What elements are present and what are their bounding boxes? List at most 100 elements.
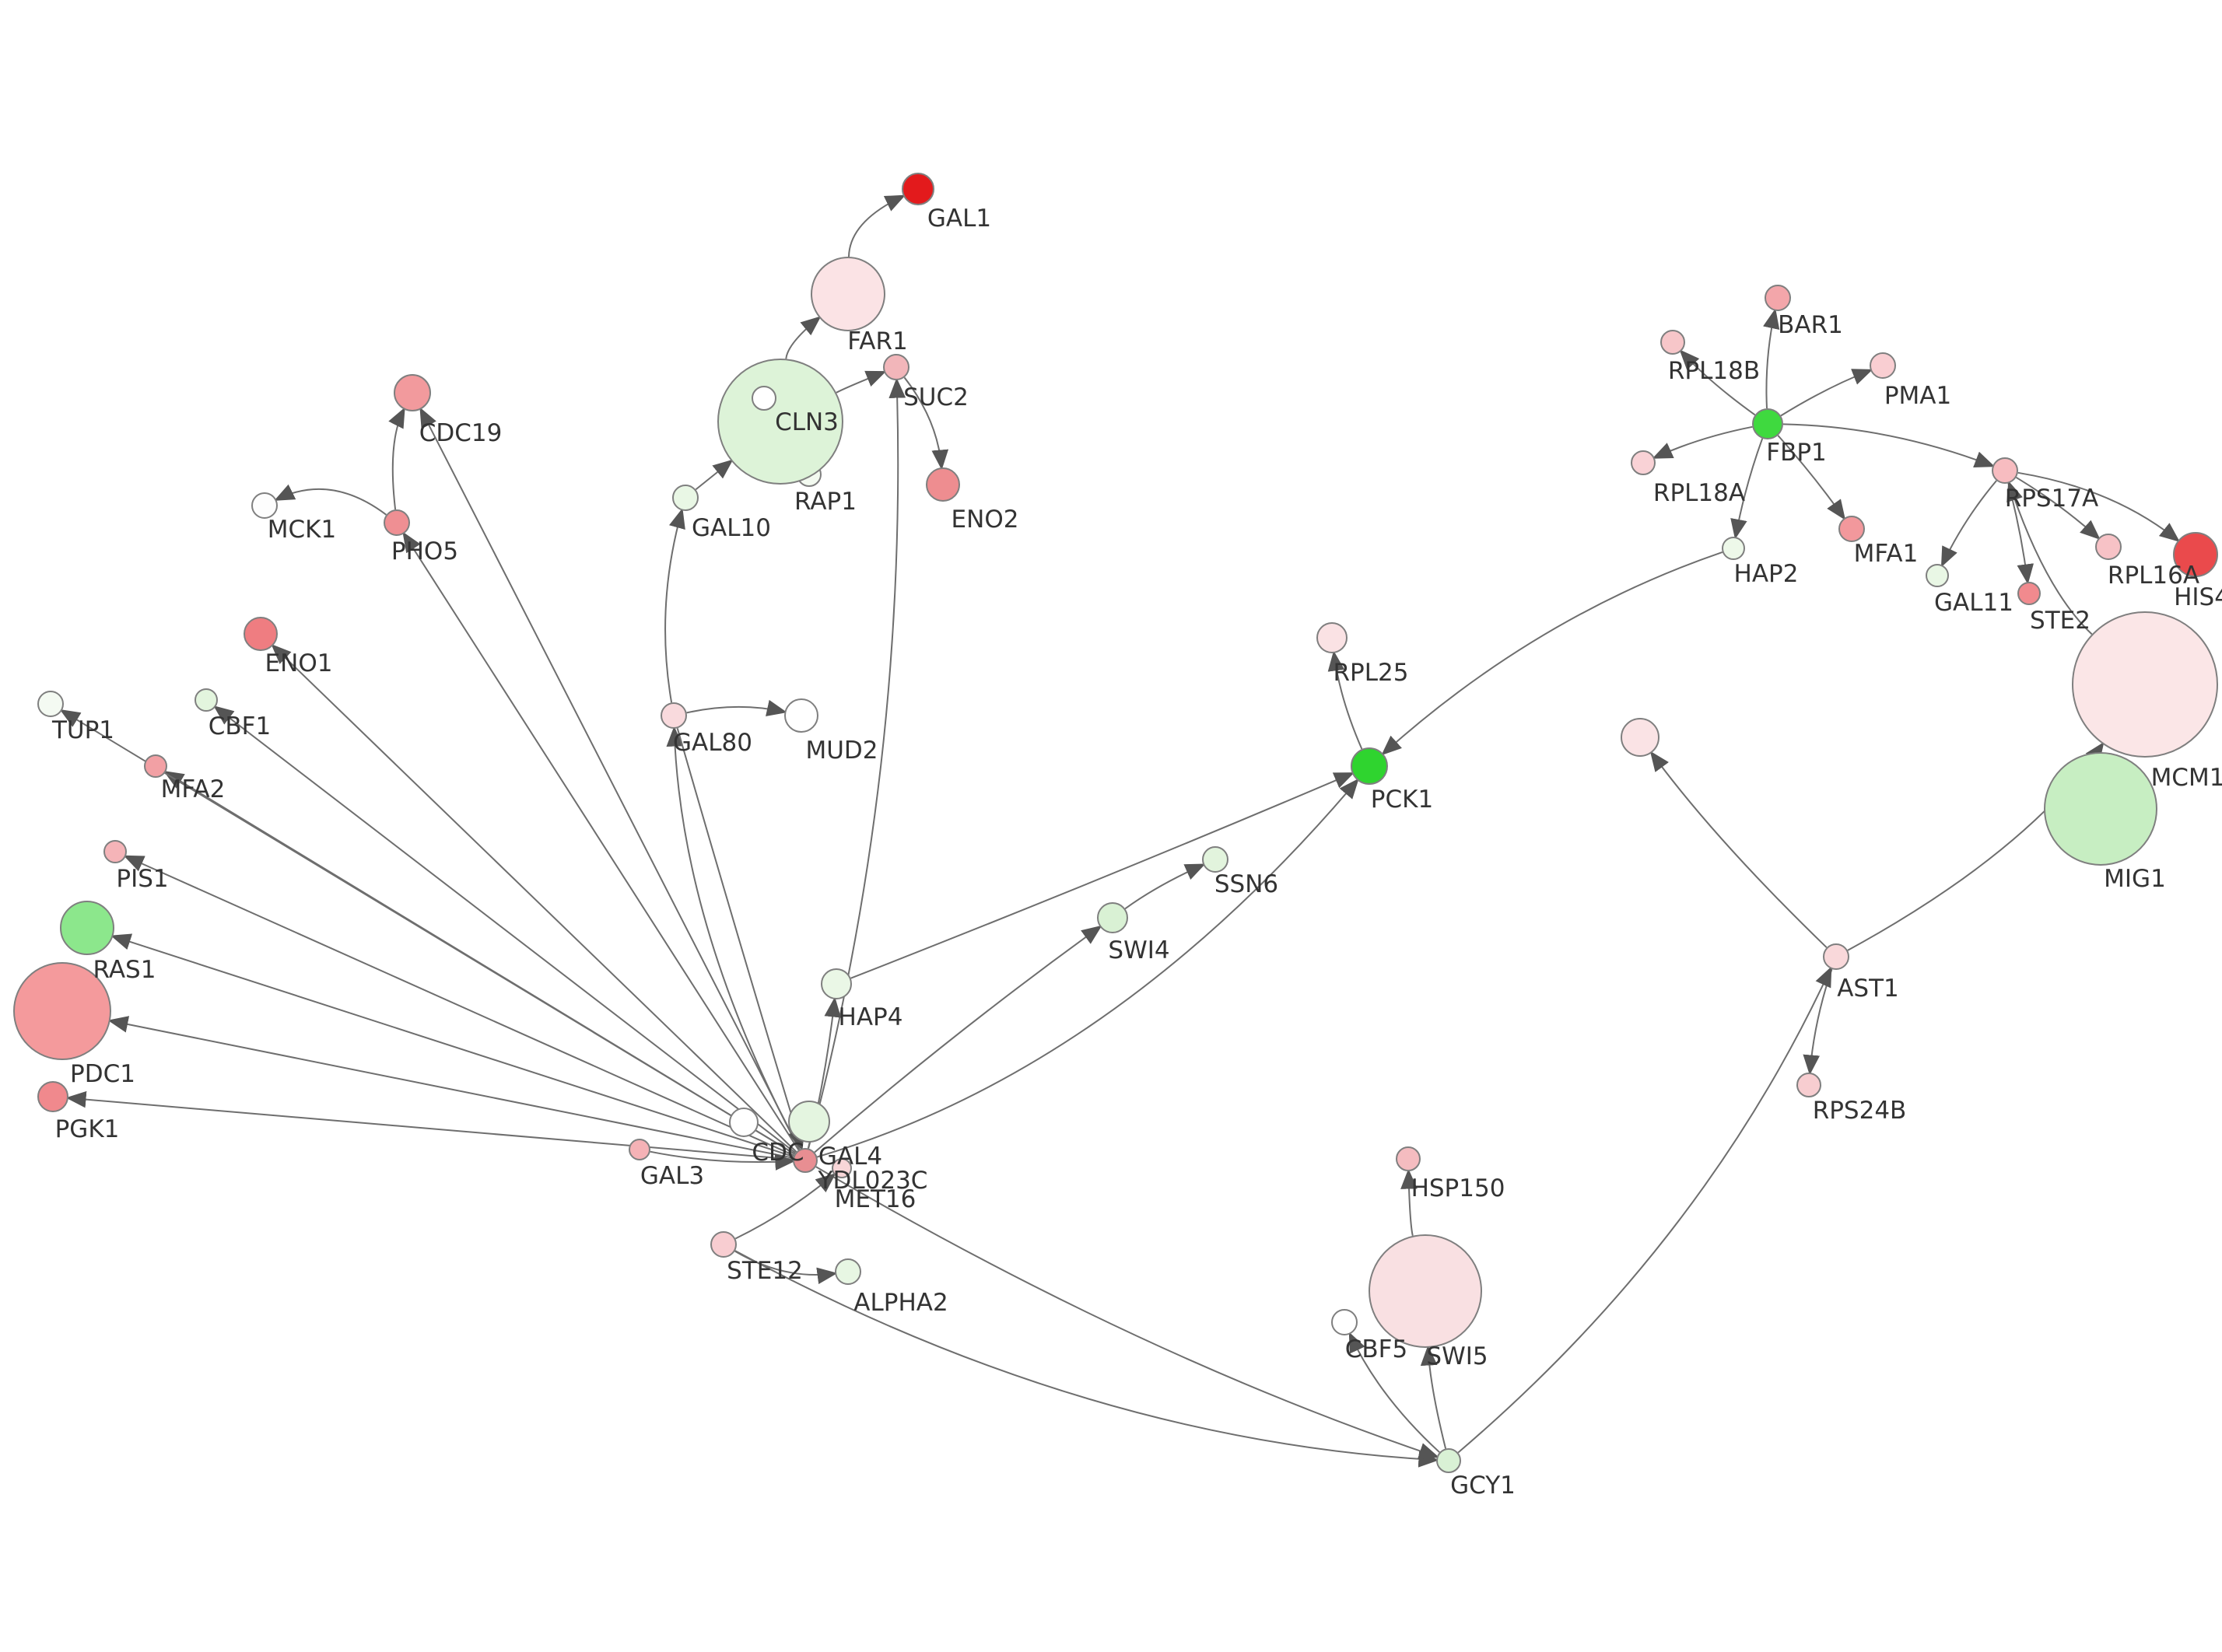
node-RPL25[interactable] bbox=[1316, 622, 1348, 653]
edge-STE12-GCY1[interactable] bbox=[734, 1250, 1439, 1468]
edge-GAL80-MUD2[interactable] bbox=[686, 699, 787, 717]
node-RAS1[interactable] bbox=[60, 901, 114, 955]
node-RPL18A[interactable] bbox=[1631, 450, 1656, 475]
edge-GAL4-PIS1[interactable] bbox=[123, 855, 794, 1157]
node-YDL023C[interactable] bbox=[788, 1101, 830, 1143]
edge-GAL4-TUP1[interactable] bbox=[59, 709, 795, 1155]
node-MCK1[interactable] bbox=[251, 492, 278, 519]
node-MCM1[interactable] bbox=[2072, 611, 2218, 758]
node-MFA1[interactable] bbox=[1838, 516, 1865, 542]
node-PGK1[interactable] bbox=[37, 1081, 68, 1112]
edge-FBP1-RPL18A[interactable] bbox=[1652, 425, 1753, 459]
node-AST1[interactable] bbox=[1823, 943, 1849, 970]
edge-GAL80-GAL4[interactable] bbox=[676, 728, 805, 1151]
edge-CLN3-FAR1[interactable] bbox=[785, 316, 822, 359]
node-MUD2[interactable] bbox=[784, 698, 818, 733]
node-CDC[interactable] bbox=[729, 1108, 759, 1137]
node-HIS4[interactable] bbox=[2173, 532, 2218, 577]
node-TUP1[interactable] bbox=[37, 691, 64, 717]
edge-GAL4-ENO1[interactable] bbox=[271, 643, 797, 1153]
edge-RPS17A-GAL11[interactable] bbox=[1940, 480, 1997, 568]
edge-AST1-node-a[interactable] bbox=[1649, 751, 1828, 948]
edge-RPS17A-RPL16A[interactable] bbox=[2015, 476, 2101, 540]
node-FAR1[interactable] bbox=[811, 257, 885, 331]
edge-GCY1-AST1[interactable] bbox=[1457, 966, 1832, 1454]
edge-GAL4-PGK1[interactable] bbox=[65, 1090, 794, 1160]
edge-AST1-RPS24B[interactable] bbox=[1803, 968, 1833, 1076]
node-GCY1[interactable] bbox=[1436, 1448, 1461, 1473]
node-RPS17A[interactable] bbox=[1992, 457, 2018, 484]
edge-GAL3-GAL4[interactable] bbox=[650, 1150, 796, 1171]
node-PMA1[interactable] bbox=[1870, 352, 1896, 379]
edge-GAL4-GAL80[interactable] bbox=[666, 726, 801, 1150]
node-HAP4[interactable] bbox=[821, 968, 852, 999]
node-MIG1[interactable] bbox=[2044, 752, 2157, 866]
edge-GAL80-GAL10[interactable] bbox=[664, 508, 685, 703]
edge-RPS17A-HIS4[interactable] bbox=[2017, 471, 2180, 542]
node-RPL16A[interactable] bbox=[2095, 534, 2122, 560]
edge-STE12-ALPHA2[interactable] bbox=[734, 1250, 838, 1285]
edge-SWI4-SSN6[interactable] bbox=[1124, 863, 1206, 910]
node-ALPHA2[interactable] bbox=[835, 1258, 861, 1285]
node-MFA2[interactable] bbox=[144, 754, 167, 778]
edge-HAP4-PCK1[interactable] bbox=[850, 772, 1355, 979]
node-HSP150[interactable] bbox=[1396, 1146, 1421, 1171]
edge-FBP1-MFA1[interactable] bbox=[1777, 435, 1846, 520]
edge-SWI5-HSP150[interactable] bbox=[1400, 1168, 1418, 1237]
edge-GAL4-GCY1[interactable] bbox=[815, 1166, 1440, 1459]
node-ENO2[interactable] bbox=[926, 467, 960, 502]
node-CLN3[interactable] bbox=[717, 359, 843, 485]
edge-FAR1-GAL1[interactable] bbox=[848, 194, 906, 257]
edge-GAL4-PCK1[interactable] bbox=[817, 778, 1359, 1158]
edge-FBP1-PMA1[interactable] bbox=[1780, 369, 1873, 417]
node-PCK1[interactable] bbox=[1351, 747, 1388, 785]
node-node-a[interactable] bbox=[1621, 718, 1659, 757]
node-BAR1[interactable] bbox=[1765, 285, 1791, 311]
node-STE12[interactable] bbox=[710, 1231, 737, 1258]
node-CBF1[interactable] bbox=[195, 688, 218, 712]
edge-GAL10-CLN3[interactable] bbox=[695, 459, 734, 491]
node-FBP1[interactable] bbox=[1752, 408, 1783, 439]
node-SWI5[interactable] bbox=[1369, 1234, 1482, 1348]
edge-PHO5-MCK1[interactable] bbox=[274, 484, 387, 516]
edge-CLN3-SUC2[interactable] bbox=[836, 370, 887, 394]
edge-FBP1-RPS17A[interactable] bbox=[1782, 423, 1996, 467]
edge-GAL4-PDC1[interactable] bbox=[107, 1016, 794, 1159]
edge-FBP1-BAR1[interactable] bbox=[1763, 308, 1780, 409]
node-ENO1[interactable] bbox=[244, 617, 278, 651]
edge-PCK1-RPL25[interactable] bbox=[1327, 650, 1363, 750]
edge-STE12-MET16[interactable] bbox=[734, 1173, 836, 1240]
node-GAL10[interactable] bbox=[672, 485, 699, 511]
edge-GAL4-PHO5[interactable] bbox=[402, 531, 800, 1151]
node-SWI4[interactable] bbox=[1097, 902, 1128, 933]
edge-GAL4-CBF1[interactable] bbox=[213, 705, 796, 1153]
node-PDC1[interactable] bbox=[13, 962, 111, 1060]
edge-GAL4-RAS1[interactable] bbox=[110, 933, 794, 1158]
edge-GCY1-SWI5[interactable] bbox=[1420, 1345, 1447, 1449]
node-GAL80[interactable] bbox=[661, 702, 687, 729]
node-MET16[interactable] bbox=[832, 1158, 852, 1178]
edge-SUC2-ENO2[interactable] bbox=[903, 376, 949, 471]
node-PHO5[interactable] bbox=[384, 509, 410, 536]
node-PIS1[interactable] bbox=[103, 840, 127, 863]
edge-HAP2-PCK1[interactable] bbox=[1381, 551, 1723, 756]
node-GAL1[interactable] bbox=[902, 173, 934, 205]
edge-PHO5-CDC19[interactable] bbox=[388, 407, 405, 510]
edge-GCY1-CBF5[interactable] bbox=[1348, 1332, 1440, 1453]
edge-FBP1-RPL18B[interactable] bbox=[1679, 349, 1756, 416]
node-node-b[interactable] bbox=[752, 386, 776, 411]
node-CBF5[interactable] bbox=[1331, 1309, 1358, 1335]
edge-GAL4-CDC19[interactable] bbox=[419, 407, 801, 1150]
node-GAL11[interactable] bbox=[1926, 564, 1949, 587]
edge-GAL4-SWI4[interactable] bbox=[814, 925, 1102, 1153]
edge-GAL4-SUC2[interactable] bbox=[808, 377, 906, 1149]
edge-MCM1-RPS17A[interactable] bbox=[2006, 480, 2093, 635]
node-RPS24B[interactable] bbox=[1796, 1073, 1821, 1097]
edge-FBP1-HAP2[interactable] bbox=[1730, 438, 1764, 540]
node-GAL3[interactable] bbox=[629, 1139, 650, 1160]
node-GAL4[interactable] bbox=[793, 1148, 818, 1173]
node-SUC2[interactable] bbox=[883, 354, 909, 380]
node-HAP2[interactable] bbox=[1722, 537, 1745, 560]
node-RPL18B[interactable] bbox=[1660, 330, 1685, 355]
